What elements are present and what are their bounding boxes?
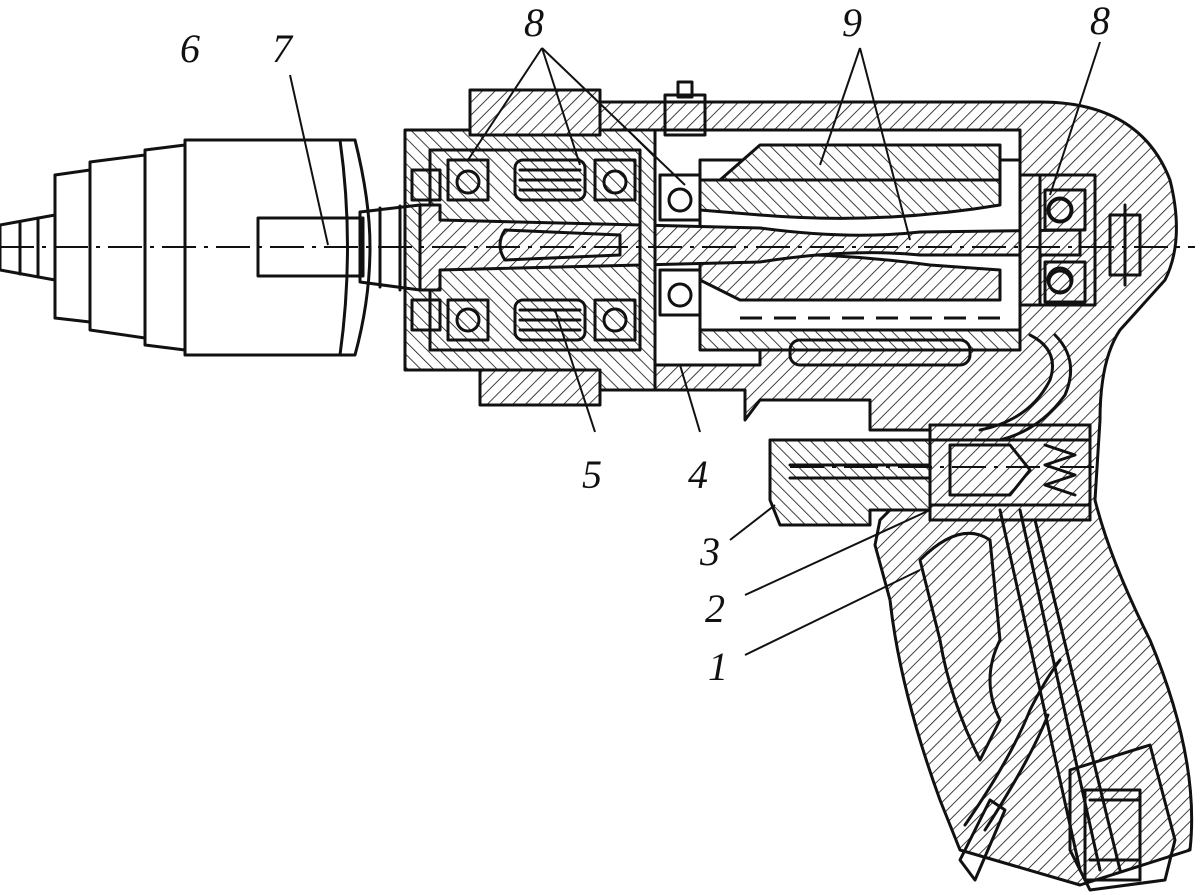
air-channel (978, 333, 1073, 442)
label-3: 3 (699, 529, 720, 574)
air-inlet-fitting (958, 658, 1177, 892)
part-labels: 6 7 8 9 8 5 4 3 2 1 (180, 0, 1110, 689)
leader-lines (289, 41, 1101, 656)
label-1: 1 (708, 644, 728, 689)
label-6: 6 (180, 26, 200, 71)
label-8-right: 8 (1090, 0, 1110, 43)
label-8-left: 8 (524, 0, 544, 45)
label-7: 7 (272, 26, 294, 71)
label-2: 2 (705, 586, 725, 631)
label-9: 9 (842, 0, 862, 45)
label-4: 4 (688, 452, 708, 497)
label-5: 5 (582, 452, 602, 497)
gearbox (403, 80, 707, 407)
bearings (446, 158, 702, 342)
rear-bearing (1018, 173, 1142, 307)
part-9-motor (638, 143, 1082, 367)
planetary-gears (513, 158, 587, 342)
